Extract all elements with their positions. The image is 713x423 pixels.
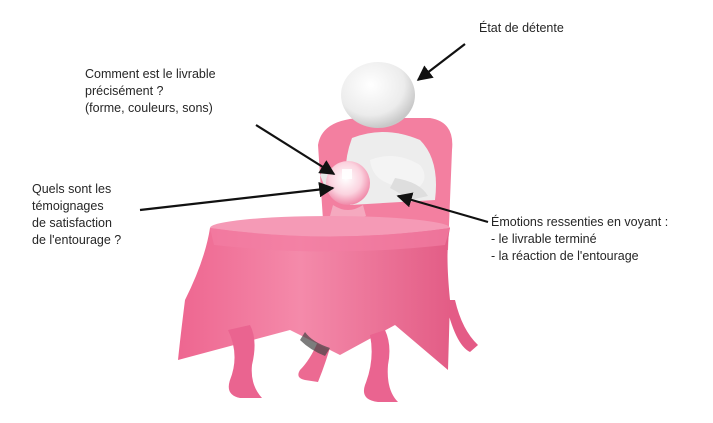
label-line: Émotions ressenties en voyant : — [491, 214, 668, 231]
label-line: (forme, couleurs, sons) — [85, 100, 216, 117]
label-line: Quels sont les — [32, 181, 121, 198]
crystal-ball — [326, 161, 370, 219]
label-deliverable: Comment est le livrable précisément ? (f… — [85, 66, 216, 117]
label-line: État de détente — [479, 20, 564, 37]
arrow-testimonials — [140, 188, 333, 210]
label-testimonials: Quels sont les témoignages de satisfacti… — [32, 181, 121, 249]
figure-head — [341, 62, 415, 128]
label-line: - le livrable terminé — [491, 231, 668, 248]
label-relax: État de détente — [479, 20, 564, 37]
label-line: de satisfaction — [32, 215, 121, 232]
label-line: précisément ? — [85, 83, 216, 100]
label-line: de l'entourage ? — [32, 232, 121, 249]
label-line: - la réaction de l'entourage — [491, 248, 668, 265]
label-line: Comment est le livrable — [85, 66, 216, 83]
label-line: témoignages — [32, 198, 121, 215]
label-emotions: Émotions ressenties en voyant : - le liv… — [491, 214, 668, 265]
arrow-relax — [418, 44, 465, 80]
